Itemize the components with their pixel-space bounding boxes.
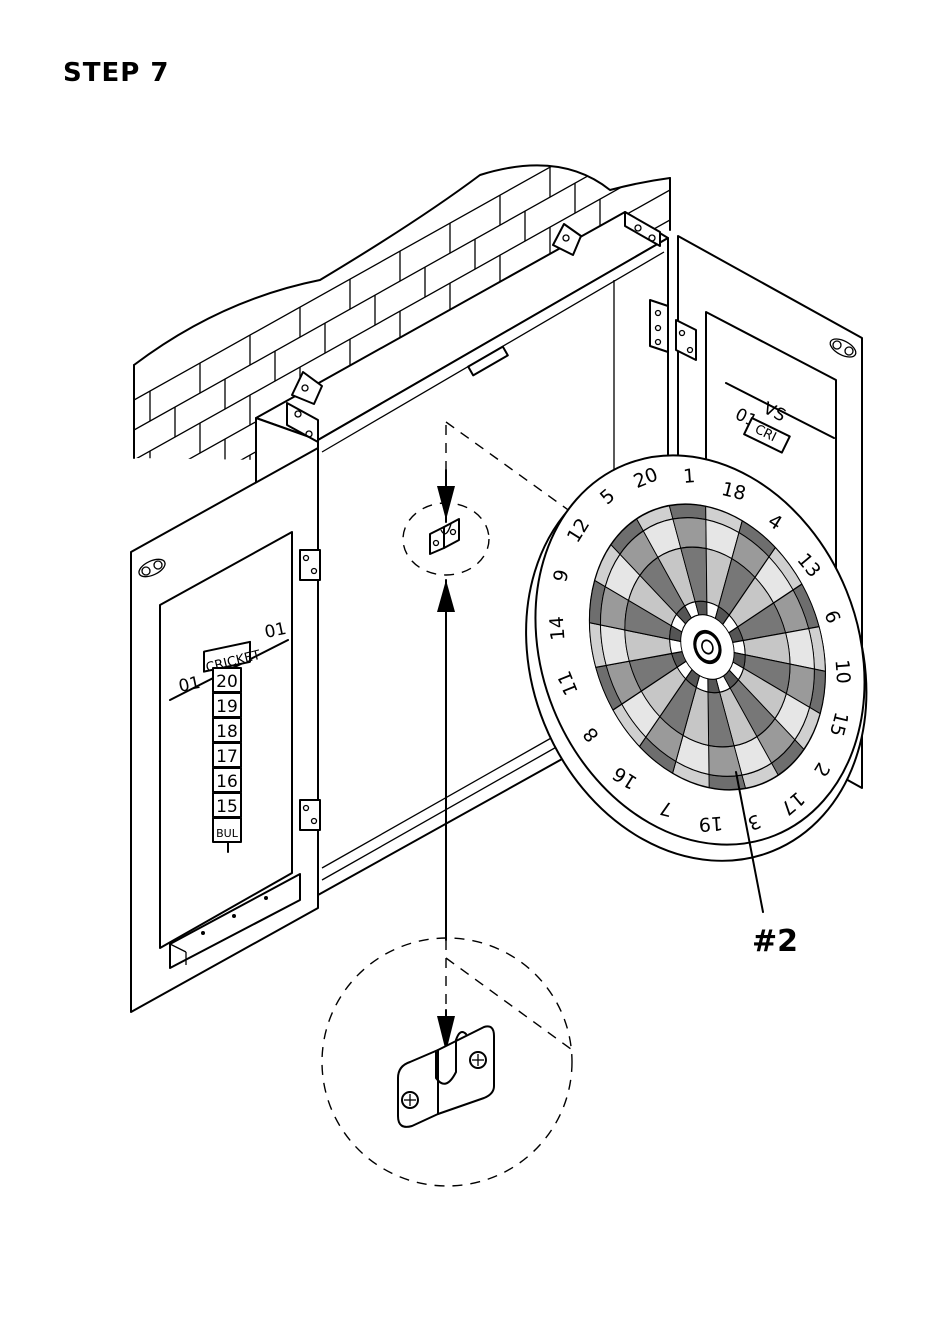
scoreboard-row-label: 17 (216, 747, 238, 767)
scoreboard-row-label: 20 (216, 672, 238, 692)
dartboard-number: 1 (682, 465, 696, 488)
part-label: #2 (752, 924, 798, 959)
scoreboard-row-label: BUL (216, 827, 239, 840)
scoreboard-row-label: 19 (216, 697, 238, 717)
dartboard-number: 14 (546, 616, 570, 642)
scoreboard-row-label: 15 (216, 797, 238, 817)
scoreboard-row-label: 16 (216, 772, 238, 792)
dartboard-number: 10 (830, 659, 854, 685)
mounting-hook-detail (322, 938, 572, 1186)
dartboard-number: 19 (698, 812, 724, 836)
scoreboard-row-label: 18 (216, 722, 238, 742)
